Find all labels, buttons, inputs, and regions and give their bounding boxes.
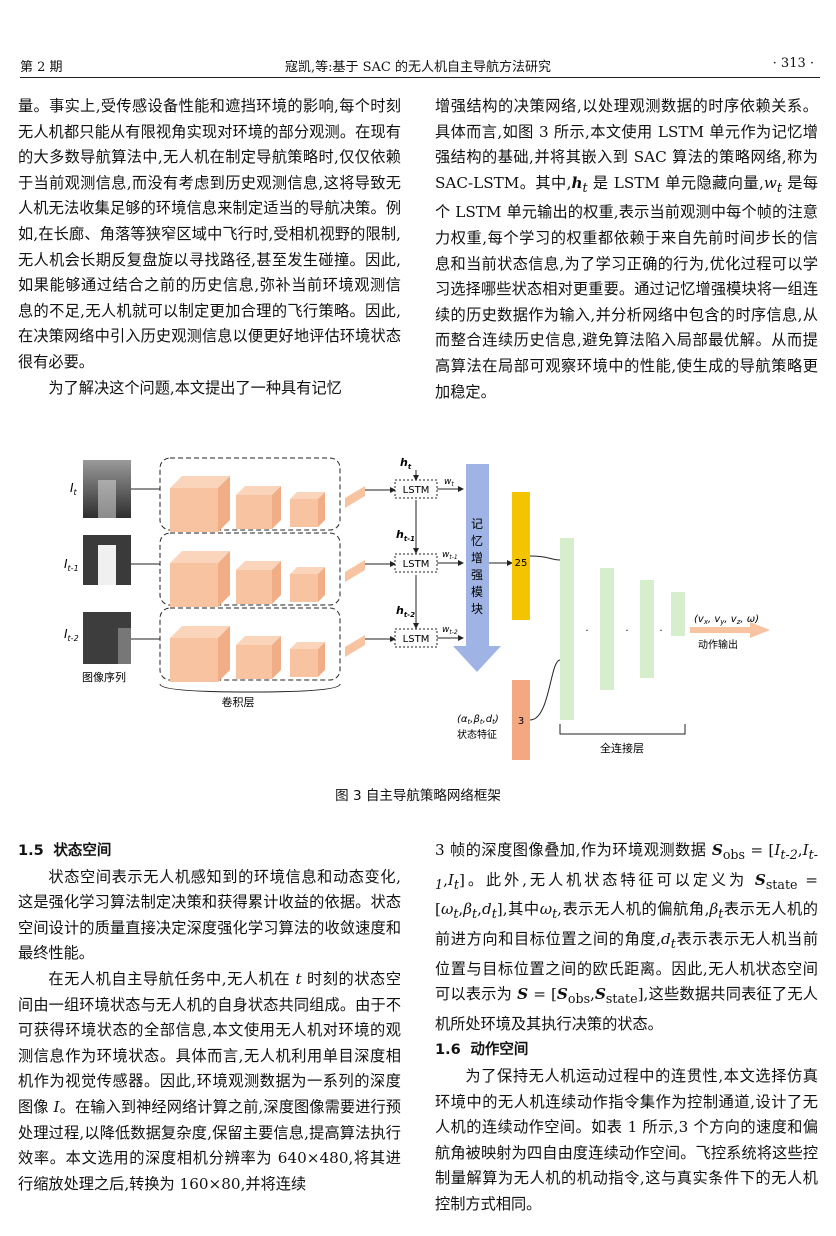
- state-feature-label: 状态特征: [457, 728, 497, 741]
- conv-cube-side: [318, 642, 325, 677]
- flatten-bar: [345, 560, 365, 582]
- hidden-label: ht: [400, 456, 412, 471]
- var-w: w: [763, 173, 777, 192]
- dim-25-label: 25: [515, 558, 528, 569]
- image-label: It-2: [64, 627, 79, 643]
- conv-cube: [290, 574, 318, 602]
- fc-layer: [560, 538, 574, 720]
- paragraph: 增强结构的决策网络,以处理观测数据的时序依赖关系。具体而言,如图 3 所示,本文…: [435, 97, 819, 401]
- lstm-label: LSTM: [403, 634, 430, 645]
- conv-cube: [236, 645, 272, 679]
- paragraph: 量。事实上,受传感设备性能和遮挡环境的影响,每个时刻无人机都只能从有限视角实现对…: [18, 97, 401, 371]
- svg-text:·: ·: [659, 626, 662, 637]
- conv-cube-top: [290, 642, 325, 649]
- output-arrow: [690, 622, 770, 638]
- right-column-bottom: 3 帧的深度图像叠加,作为环境观测数据 Sobs = [It-2,It-1,It…: [435, 838, 818, 1217]
- fc-layer: [671, 592, 685, 636]
- dim-3-label: 3: [518, 716, 524, 727]
- conv-brace: [159, 683, 341, 693]
- conv-cube: [236, 495, 272, 529]
- conv-label: 卷积层: [222, 695, 255, 709]
- conv-cube-top: [290, 567, 325, 574]
- var-h: h: [571, 173, 583, 192]
- conv-cube: [236, 570, 272, 604]
- depth-image-t: [83, 460, 131, 518]
- lstm-label: LSTM: [403, 559, 430, 570]
- depth-image-t-2: [83, 612, 131, 664]
- figure-caption: 图 3 自主导航策略网络框架: [335, 788, 501, 804]
- weight-label: wt-2: [442, 625, 458, 636]
- issue-number: 第 2 期: [20, 60, 63, 75]
- conv-cube-top: [170, 476, 230, 488]
- image-label: It: [70, 481, 78, 497]
- state-feature-vars: (αt,βt,dt): [457, 714, 499, 726]
- conv-cube: [170, 638, 218, 682]
- state-vector-3: [512, 680, 530, 760]
- fc-bracket: [559, 724, 686, 735]
- image-sequence-label: 图像序列: [82, 670, 126, 684]
- conv-cube-side: [218, 476, 230, 532]
- conv-cube: [290, 499, 318, 527]
- section-heading: 1.6 动作空间: [435, 1042, 529, 1059]
- conv-cube-side: [318, 492, 325, 527]
- conv-cube-side: [272, 486, 281, 529]
- weight-label: wt: [444, 477, 454, 488]
- conv-cube-top: [170, 626, 230, 638]
- conv-cube-top: [236, 561, 281, 570]
- paragraph: 为了保持无人机运动过程中的连贯性,本文选择仿真环境中的无人机连续动作指令集作为控…: [435, 1066, 818, 1213]
- paragraph: 状态空间表示无人机感知到的环境信息和动态变化,这是强化学习算法制定决策和获得累计…: [18, 867, 401, 963]
- paragraph: 为了解决这个问题,本文提出了一种具有记忆: [48, 378, 342, 397]
- fc-layer: [600, 568, 614, 690]
- conv-cube-top: [236, 486, 281, 495]
- conv-cube-side: [272, 636, 281, 679]
- flatten-bar: [345, 635, 365, 657]
- svg-text:·: ·: [585, 626, 588, 637]
- output-vars: (vx, vy, vz, ω): [694, 614, 759, 626]
- network-diagram: It It-1 It-2 图像序列 卷积层 ht ht-1 ht-2 LSTM …: [64, 456, 770, 760]
- paragraph: 在无人机自主导航任务中,无人机在 t 时刻的状态空间由一组环境状态与无人机的自身…: [18, 969, 402, 1193]
- conv-layers: [131, 457, 341, 682]
- left-column-top: 量。事实上,受传感设备性能和遮挡环境的影响,每个时刻无人机都只能从有限视角实现对…: [18, 94, 401, 401]
- feature-vector-25: [512, 492, 530, 620]
- weight-label: wt-1: [442, 550, 458, 561]
- conv-cube: [170, 563, 218, 607]
- conv-cube-side: [318, 567, 325, 602]
- conv-cube: [290, 649, 318, 677]
- fc-label: 全连接层: [600, 741, 644, 755]
- hidden-label: ht-1: [396, 528, 415, 543]
- flatten-bar: [345, 486, 365, 508]
- lstm-label: LSTM: [403, 485, 430, 496]
- image-label: It-1: [64, 557, 79, 573]
- lstm-unit: [394, 628, 438, 648]
- conv-cube-top: [170, 551, 230, 563]
- conv-cube-top: [290, 492, 325, 499]
- memory-module-arrow: [453, 464, 501, 672]
- depth-image-t-1: [83, 535, 131, 585]
- memory-module-label: 记忆增强模块: [471, 517, 483, 616]
- conv-cube-side: [218, 626, 230, 682]
- conv-cube-side: [272, 561, 281, 604]
- hidden-label: ht-2: [396, 604, 415, 619]
- right-column-top: 增强结构的决策网络,以处理观测数据的时序依赖关系。具体而言,如图 3 所示,本文…: [435, 94, 818, 405]
- conv-cube-top: [236, 636, 281, 645]
- fc-layer: [640, 580, 654, 678]
- running-title: 寇凯,等:基于 SAC 的无人机自主导航方法研究: [284, 60, 552, 75]
- lstm-unit: [394, 479, 438, 499]
- page-number: · 313 ·: [772, 56, 814, 71]
- conv-cube-side: [218, 551, 230, 607]
- left-column-bottom: 1.5 状态空间 状态空间表示无人机感知到的环境信息和动态变化,这是强化学习算法…: [18, 838, 401, 1197]
- header-rule: [20, 77, 820, 78]
- svg-text:·: ·: [625, 626, 628, 637]
- lstm-unit: [394, 553, 438, 573]
- paragraph: 3 帧的深度图像叠加,作为环境观测数据 Sobs = [It-2,It-1,It…: [435, 841, 819, 1033]
- section-heading: 1.5 状态空间: [18, 843, 112, 859]
- output-label: 动作输出: [698, 638, 738, 651]
- conv-cube: [170, 488, 218, 532]
